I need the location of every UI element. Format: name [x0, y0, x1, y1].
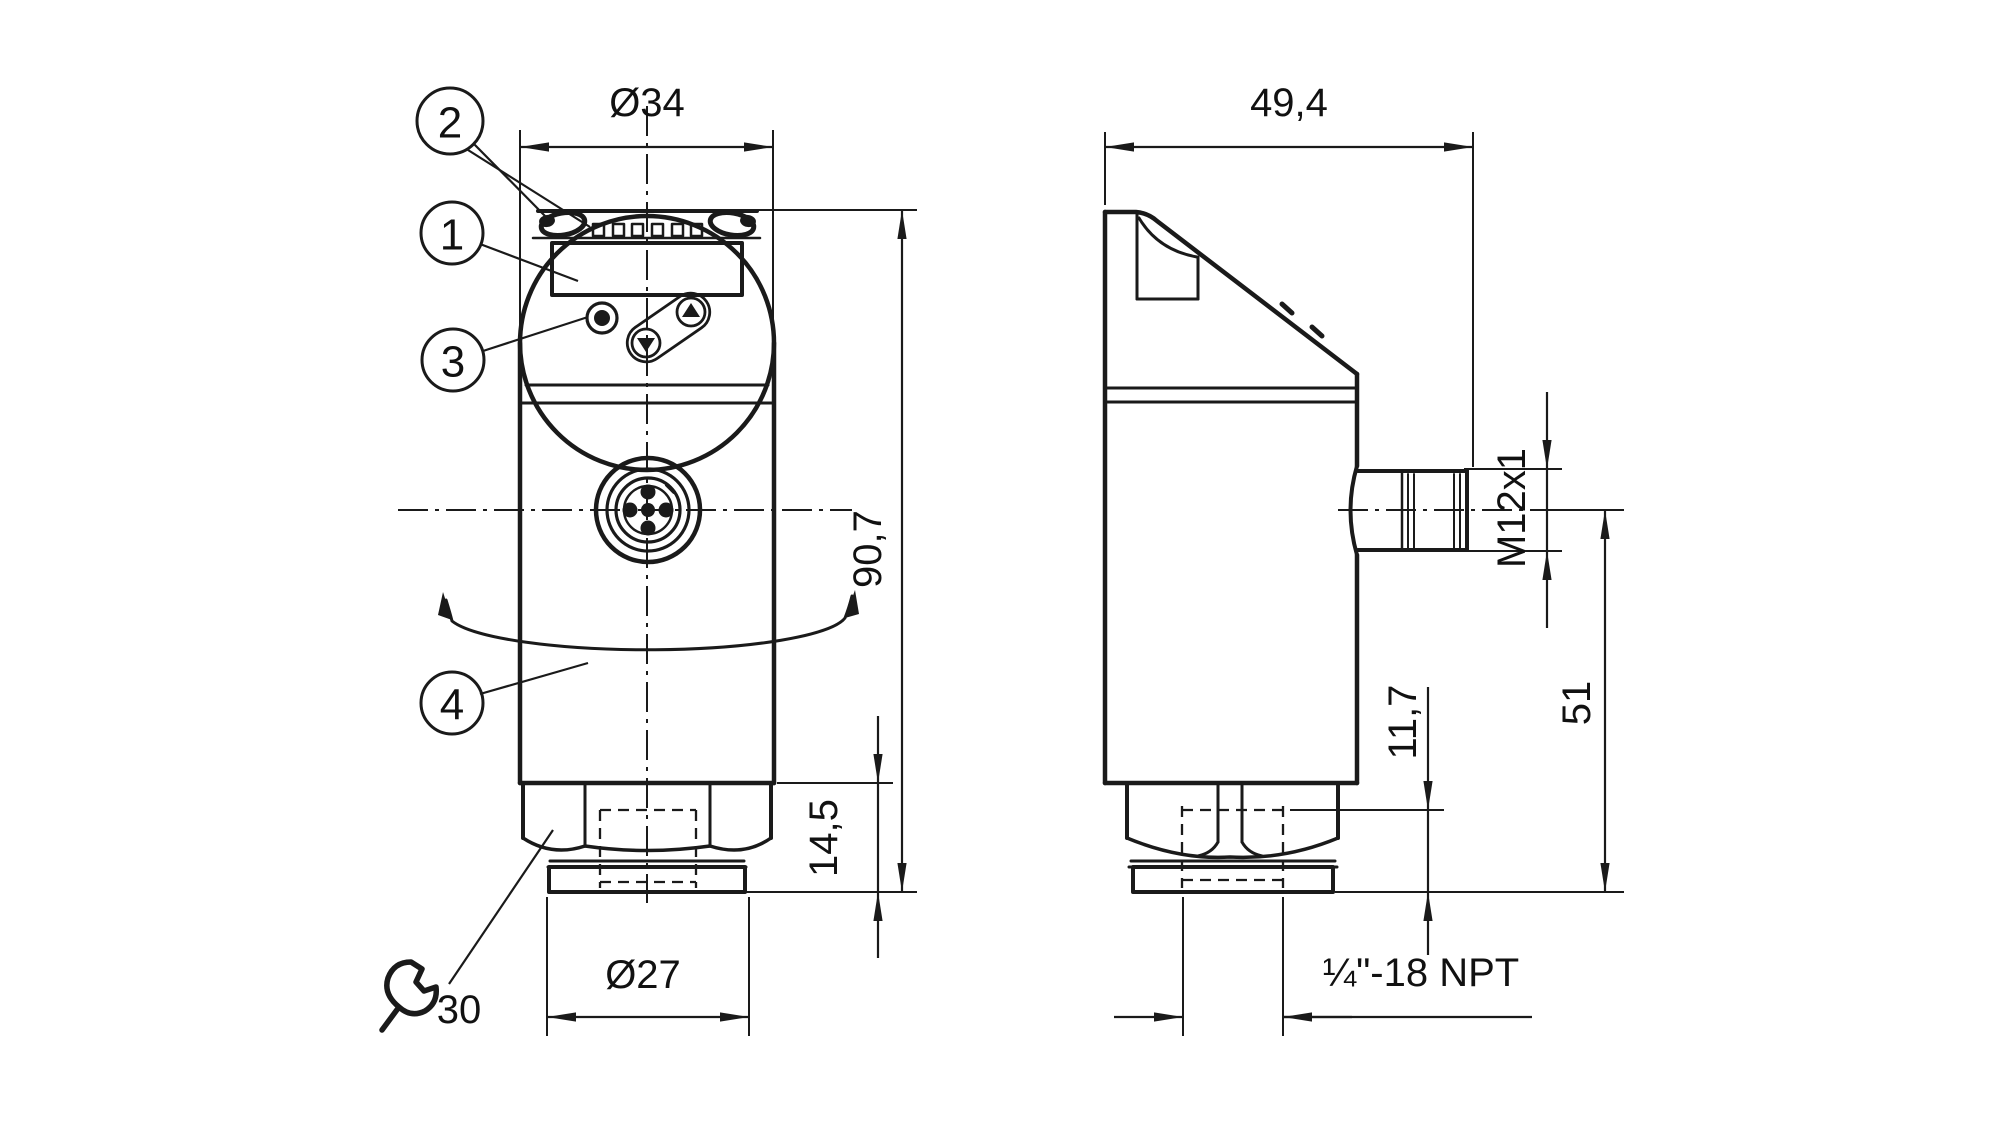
wrench-size-note: 30 [379, 829, 554, 1033]
wrench-icon [379, 959, 440, 1033]
display-window [550, 241, 744, 297]
display-side-profile [1135, 212, 1325, 339]
front-view-dimensions: Ø34 90,7 14,5 Ø27 30 [379, 81, 917, 1036]
dim-seal-diameter: Ø27 [546, 897, 750, 1036]
status-led-left-icon [538, 210, 588, 238]
m12-connector-side [1338, 464, 1548, 557]
callout-display-number: 1 [440, 211, 464, 260]
updown-button-slot [625, 291, 712, 364]
callout-rotation-number: 4 [440, 681, 464, 730]
callout-rotation: 4 [419, 661, 589, 736]
led-row [591, 222, 704, 238]
callout-buttons-number: 3 [441, 338, 465, 387]
wrench-leader-line [448, 829, 554, 985]
dim-process-connection: ¼"-18 NPT [1114, 897, 1532, 1036]
down-button [630, 327, 662, 359]
connector-pin [640, 484, 656, 500]
dim-overall-height: 90,7 [735, 209, 917, 893]
side-top-slant-edge [1102, 209, 1360, 377]
callout-display: 1 [419, 200, 579, 283]
connector-pin [640, 520, 656, 536]
dim-thread-depth: 11,7 [1290, 685, 1444, 955]
dim-label-connector-axis-height: 51 [1555, 681, 1599, 726]
hex-nut-side [1102, 780, 1360, 894]
dim-depth: 49,4 [1104, 81, 1474, 467]
dim-connector-axis-height: 51 [1335, 509, 1624, 893]
front-view [398, 106, 859, 903]
m12-connector-face [593, 455, 703, 565]
dim-connector-thread: M12x1 [1464, 392, 1562, 628]
callout-buttons: 3 [420, 315, 589, 393]
dim-label-process-connection: ¼"-18 NPT [1323, 951, 1519, 995]
status-led-right-icon [707, 210, 757, 238]
seal-collar-side [1131, 865, 1335, 894]
up-arrow-icon [682, 303, 700, 317]
dim-label-seal-diameter: Ø27 [605, 953, 681, 997]
rotation-arrow-icon [438, 590, 859, 652]
callout-leds-number: 2 [438, 99, 462, 148]
connector-pin [622, 502, 638, 518]
dim-lower-section-height: 14,5 [777, 716, 893, 958]
down-arrow-icon [637, 338, 655, 352]
up-button [675, 296, 707, 328]
side-view [1102, 209, 1548, 894]
dim-label-depth: 49,4 [1250, 81, 1328, 125]
connector-keyway [665, 483, 676, 494]
dim-label-lower-section-height: 14,5 [802, 799, 846, 877]
dim-label-thread-depth: 11,7 [1381, 685, 1425, 760]
dim-label-head-diameter: Ø34 [609, 81, 685, 125]
dim-head-diameter: Ø34 [519, 81, 774, 343]
wrench-size-label: 30 [437, 988, 482, 1032]
side-view-dimensions: 49,4 M12x1 51 11,7 [1104, 81, 1624, 1036]
connector-pin [658, 502, 674, 518]
dim-label-overall-height: 90,7 [846, 510, 890, 588]
seal-collar-front [547, 865, 747, 894]
callout-leds: 2 [415, 86, 591, 228]
hex-nut-front [517, 780, 777, 894]
pushbuttons [585, 291, 712, 364]
dim-label-connector-thread: M12x1 [1490, 448, 1534, 568]
